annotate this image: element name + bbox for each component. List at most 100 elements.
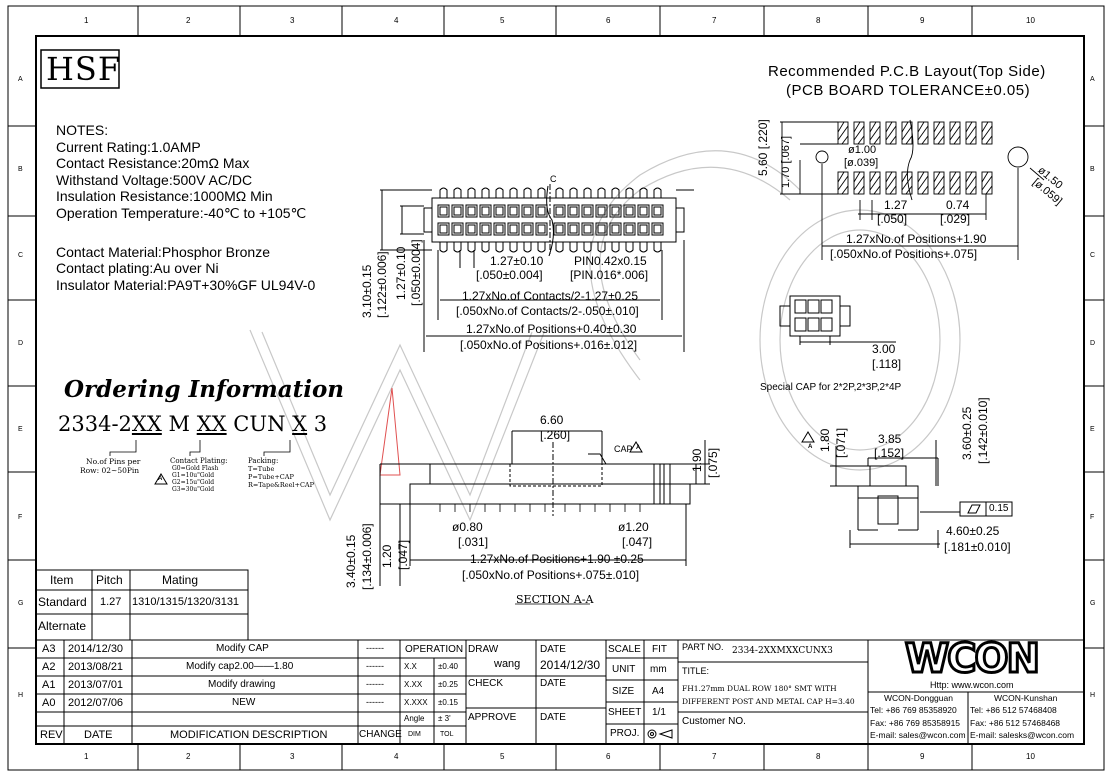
tol-dim-cell: X.X xyxy=(404,662,417,671)
rev-change-cell: ------ xyxy=(366,679,384,689)
notes-block: NOTES: Current Rating:1.0AMP Contact Res… xyxy=(56,122,315,293)
note-line: Insulation Resistance:1000MΩ Min xyxy=(56,188,273,205)
border-column-number: 2 xyxy=(186,16,191,25)
top-h310-in: [.122±0.006] xyxy=(375,251,389,318)
border-row-letter: A xyxy=(18,76,23,83)
tb-title-label: TITLE: xyxy=(682,666,710,676)
cap-w385: 3.85 xyxy=(878,432,902,446)
tb-draw: DRAW xyxy=(468,644,499,655)
contact-pin xyxy=(467,187,476,198)
contact-cavity xyxy=(465,204,478,218)
rev-date-cell: 2013/07/01 xyxy=(68,679,124,691)
item-row-standard: Standard xyxy=(38,595,87,609)
ordering-part-number: 2334-2XX M XX CUN X 3 xyxy=(58,412,328,436)
top-positions: 1.27xNo.of Positions+0.40±0.30 xyxy=(466,322,637,336)
contact-cavity xyxy=(637,222,650,236)
top-h127-in: [.050±0.004] xyxy=(409,239,423,306)
contact-pin xyxy=(597,187,606,198)
plating-title: Contact Plating: xyxy=(170,457,228,465)
contact-cavity xyxy=(623,222,636,236)
contact-pin xyxy=(537,187,546,198)
contact-cavity xyxy=(437,222,450,236)
item-header-mating: Mating xyxy=(162,573,199,587)
hsf-logo-text: HSF xyxy=(46,50,122,88)
section-a-a-view xyxy=(379,430,710,605)
tol-dim-cell: X.XX xyxy=(404,680,423,689)
tb-size-val: A4 xyxy=(652,686,665,697)
tb-operation: OPERATION xyxy=(405,644,464,655)
pcb-layout-drawing xyxy=(780,119,1045,260)
rev-date-cell: 2013/08/21 xyxy=(68,661,124,673)
sec-d080: ø0.80 xyxy=(452,520,483,534)
border-row-letter: C xyxy=(18,252,24,259)
rev-header-rev: REV xyxy=(40,729,63,741)
pcb-pad xyxy=(917,171,929,195)
contact-pin xyxy=(611,242,620,253)
tb-unit-val: mm xyxy=(650,664,667,675)
top-pitch-in: [.050±0.004] xyxy=(476,268,543,282)
tb-unit: UNIT xyxy=(612,664,636,675)
tol-value-cell: ±0.25 xyxy=(438,680,458,689)
border-row-letter: D xyxy=(1090,340,1096,347)
border-column-number: 5 xyxy=(500,16,505,25)
section-title: SECTION A-A xyxy=(516,593,594,606)
tb-dim: DIM xyxy=(408,731,421,738)
top-h127: 1.27±0.10 xyxy=(394,246,408,300)
border-row-letter: G xyxy=(1090,600,1096,607)
pcb-dim-127: 1.27 xyxy=(884,198,908,212)
rev-desc-cell: Modify drawing xyxy=(208,679,276,690)
tb-draw-date: 2014/12/30 xyxy=(540,658,601,672)
border-column-number: 4 xyxy=(394,16,399,25)
contact-pin xyxy=(639,242,648,253)
contact-pin xyxy=(625,187,634,198)
contact-cavity xyxy=(567,222,580,236)
contact-pin xyxy=(555,242,564,253)
tb-date-label: DATE xyxy=(540,644,566,655)
rows-label2: Row: 02~50Pin xyxy=(80,466,140,475)
tol-dim-cell: X.XXX xyxy=(404,698,428,707)
pcb-pad xyxy=(869,171,881,195)
border-row-letter: F xyxy=(1090,514,1095,521)
pcb-pad xyxy=(837,121,849,145)
connector-top-view xyxy=(380,184,694,352)
rev-header-date: DATE xyxy=(84,729,113,741)
contact-pin xyxy=(653,242,662,253)
cap-w300: 3.00 xyxy=(872,342,896,356)
dg-fax: Fax: +86 769 85358915 xyxy=(870,718,961,728)
contact-pin xyxy=(625,242,634,253)
contact-cavity xyxy=(623,204,636,218)
contact-pin xyxy=(453,242,462,253)
border-column-number: 9 xyxy=(920,16,925,25)
contact-pin xyxy=(523,187,532,198)
packing-title: Packing: xyxy=(248,457,279,465)
pcb-pad xyxy=(837,171,849,195)
centerline-mark: C xyxy=(550,174,557,184)
contact-cavity xyxy=(567,204,580,218)
sec-h340: 3.40±0.15 xyxy=(344,534,358,588)
tb-title-line2: DIFFERENT POST AND METAL CAP H=3.40 xyxy=(682,697,855,706)
tb-scale: SCALE xyxy=(608,644,641,655)
pcb-len-in: [.050xNo.of Positions+.075] xyxy=(830,247,978,261)
top-pin: PIN0.42x0.15 xyxy=(574,254,647,268)
note-line: Contact Resistance:20mΩ Max xyxy=(56,155,250,172)
pcb-pad xyxy=(869,121,881,145)
pcb-hole-small xyxy=(815,150,829,164)
pcb-dim-127-in: [.050] xyxy=(877,212,908,226)
plating-options: G0=Gold Flash G1=10u"Gold G2=15u"Gold G3… xyxy=(172,465,219,493)
pcb-dim-074-in: [.029] xyxy=(940,212,971,226)
border-column-number: 7 xyxy=(712,752,717,761)
rev-change-cell: ------ xyxy=(366,697,384,707)
contact-cavity xyxy=(595,204,608,218)
note-line: Current Rating:1.0AMP xyxy=(56,138,201,155)
contact-pin xyxy=(653,187,662,198)
rev-header-change: CHANGE xyxy=(359,729,402,740)
item-row-mating: 1310/1315/1320/3131 xyxy=(132,596,240,608)
border-row-letter: B xyxy=(18,166,23,173)
rev-date-cell: 2012/07/06 xyxy=(68,697,124,709)
border-row-letter: H xyxy=(1090,692,1096,699)
cap-detail-view xyxy=(830,440,1013,548)
pcb-pad xyxy=(949,171,961,195)
contact-cavity xyxy=(521,222,534,236)
rev-cell: A2 xyxy=(42,661,56,673)
